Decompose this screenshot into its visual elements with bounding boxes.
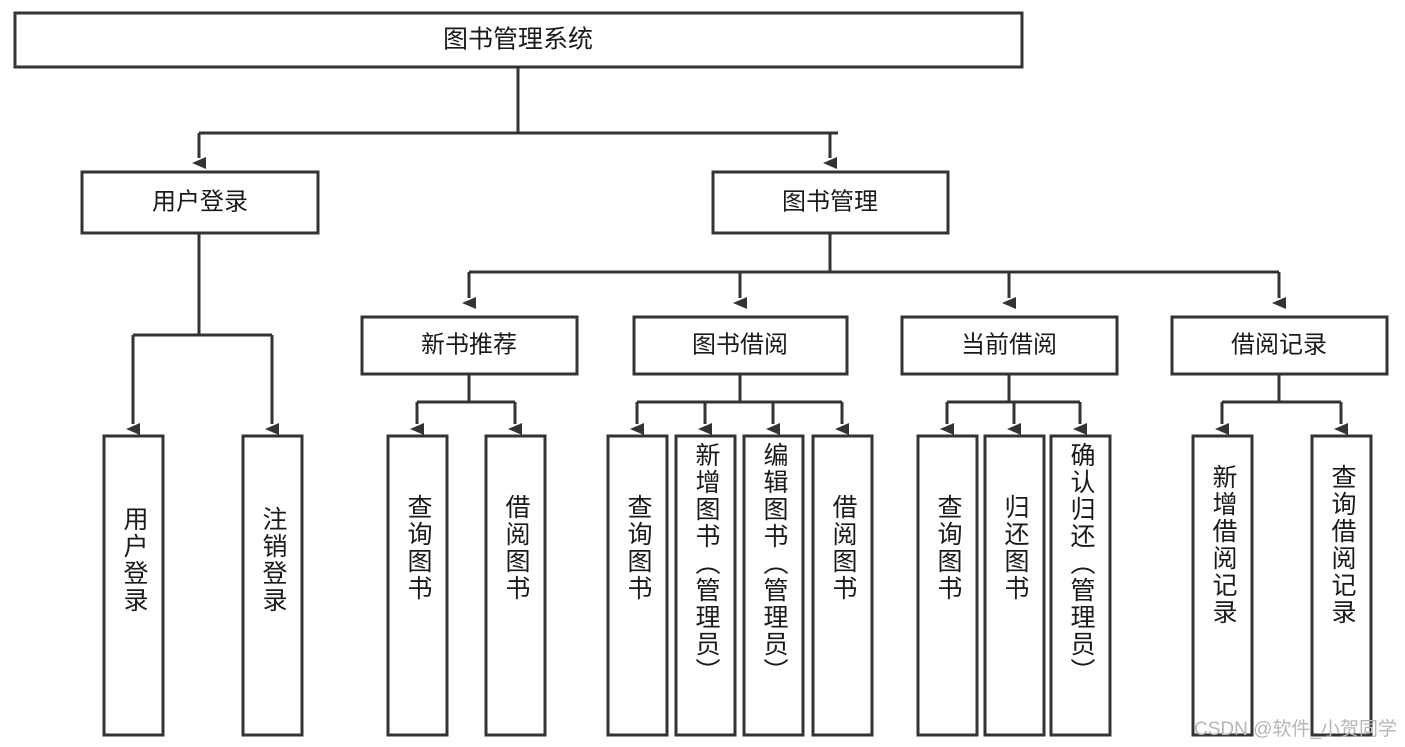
leaf-box-confirm-return[interactable] xyxy=(1049,434,1112,737)
node-book-borrow[interactable]: 图书借阅 xyxy=(632,315,849,376)
node-current-borrow-label: 当前借阅 xyxy=(961,331,1057,358)
leaf-box-borrow-books-2[interactable] xyxy=(811,434,874,737)
node-book-management[interactable]: 图书管理 xyxy=(711,170,950,235)
csdn-watermark: CSDN @软件_小贺同学 xyxy=(1194,719,1397,740)
node-root-system[interactable]: 图书管理系统 xyxy=(13,11,1024,69)
node-book-management-label: 图书管理 xyxy=(782,188,878,215)
leaf-box-return-book[interactable] xyxy=(983,434,1046,737)
leaf-box-user-login[interactable] xyxy=(102,434,165,737)
leaf-box-query-books-3[interactable] xyxy=(916,434,979,737)
leaf-box-edit-book[interactable] xyxy=(742,434,805,737)
leaf-box-query-books-1[interactable] xyxy=(386,434,449,737)
leaf-box-logout[interactable] xyxy=(241,434,304,737)
node-book-borrow-label: 图书借阅 xyxy=(692,331,788,358)
node-new-book-recommend[interactable]: 新书推荐 xyxy=(360,315,579,376)
node-borrow-records[interactable]: 借阅记录 xyxy=(1170,315,1389,376)
node-borrow-records-label: 借阅记录 xyxy=(1231,331,1327,358)
leaf-box-add-record[interactable] xyxy=(1191,434,1254,737)
connector-current-to-leaves xyxy=(940,375,1087,435)
connector-newbooks-to-leaves xyxy=(410,375,522,435)
connector-records-to-leaves xyxy=(1215,375,1348,435)
leaf-box-borrow-books-1[interactable] xyxy=(484,434,547,737)
connector-books-to-level3 xyxy=(462,233,1286,309)
node-user-login-label: 用户登录 xyxy=(152,188,248,215)
connector-login-to-leaves xyxy=(126,233,279,435)
leaf-box-query-record[interactable] xyxy=(1310,434,1373,737)
node-current-borrow[interactable]: 当前借阅 xyxy=(900,315,1119,376)
leaf-box-add-book[interactable] xyxy=(674,434,737,737)
node-user-login[interactable]: 用户登录 xyxy=(80,170,320,235)
connector-root-to-level2 xyxy=(192,67,838,169)
node-root-label: 图书管理系统 xyxy=(443,26,593,54)
connector-borrow-to-leaves xyxy=(630,375,849,435)
leaf-box-query-books-2[interactable] xyxy=(606,434,669,737)
node-new-book-recommend-label: 新书推荐 xyxy=(421,331,517,358)
